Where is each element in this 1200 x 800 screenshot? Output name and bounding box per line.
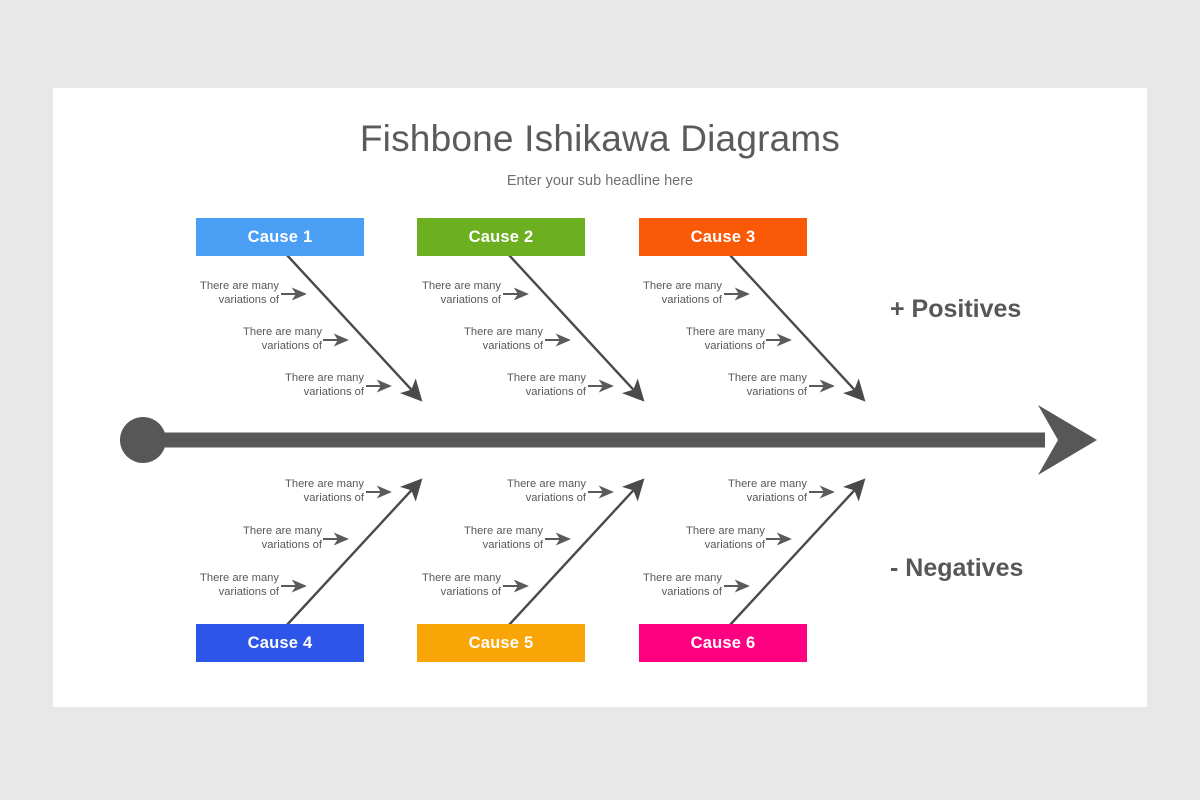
branch-line-2: variations of xyxy=(661,586,722,598)
branch-line-2: variations of xyxy=(482,340,543,352)
page-subtitle: Enter your sub headline here xyxy=(506,173,694,189)
branch-line-1: There are many xyxy=(464,525,543,537)
branch-label-cause-5-1: There are many variations of xyxy=(454,477,586,505)
branch-line-2: variations of xyxy=(218,586,279,598)
branch-line-1: There are many xyxy=(200,280,279,292)
branch-label-cause-6-3: There are many variations of xyxy=(590,571,722,599)
branch-label-cause-3-2: There are many variations of xyxy=(633,325,765,353)
cause-box-cause-4[interactable]: Cause 4 xyxy=(196,624,364,662)
branch-line-1: There are many xyxy=(422,280,501,292)
branch-label-cause-4-1: There are many variations of xyxy=(232,477,364,505)
branch-label-cause-1-3: There are many variations of xyxy=(232,371,364,399)
branch-line-1: There are many xyxy=(422,572,501,584)
branch-line-1: There are many xyxy=(728,372,807,384)
cause-box-cause-2[interactable]: Cause 2 xyxy=(417,218,585,256)
branch-label-cause-6-1: There are many variations of xyxy=(675,477,807,505)
branch-line-2: variations of xyxy=(482,539,543,551)
branch-label-cause-2-2: There are many variations of xyxy=(411,325,543,353)
branch-line-2: variations of xyxy=(746,386,807,398)
cause-label: Cause 3 xyxy=(690,228,756,246)
cause-label: Cause 5 xyxy=(468,634,534,652)
branch-label-cause-4-3: There are many variations of xyxy=(147,571,279,599)
page-title: Fishbone Ishikawa Diagrams xyxy=(359,118,841,159)
branch-line-2: variations of xyxy=(440,294,501,306)
branch-line-1: There are many xyxy=(243,525,322,537)
branch-label-cause-3-1: There are many variations of xyxy=(590,279,722,307)
branch-label-cause-4-2: There are many variations of xyxy=(190,524,322,552)
branch-line-1: There are many xyxy=(507,372,586,384)
branch-line-2: variations of xyxy=(704,539,765,551)
cause-label: Cause 6 xyxy=(690,634,756,652)
branch-line-2: variations of xyxy=(661,294,722,306)
branch-line-2: variations of xyxy=(261,539,322,551)
branch-label-cause-1-1: There are many variations of xyxy=(147,279,279,307)
branch-label-cause-1-2: There are many variations of xyxy=(190,325,322,353)
branch-line-1: There are many xyxy=(200,572,279,584)
branch-line-1: There are many xyxy=(686,326,765,338)
branch-line-1: There are many xyxy=(507,478,586,490)
branch-line-1: There are many xyxy=(285,478,364,490)
branch-line-2: variations of xyxy=(525,492,586,504)
cause-box-cause-3[interactable]: Cause 3 xyxy=(639,218,807,256)
branch-label-cause-5-2: There are many variations of xyxy=(411,524,543,552)
branch-line-1: There are many xyxy=(728,478,807,490)
cause-box-cause-5[interactable]: Cause 5 xyxy=(417,624,585,662)
cause-label: Cause 4 xyxy=(247,634,313,652)
branch-line-2: variations of xyxy=(440,586,501,598)
branch-label-cause-2-1: There are many variations of xyxy=(369,279,501,307)
cause-label: Cause 2 xyxy=(468,228,534,246)
branch-line-1: There are many xyxy=(643,572,722,584)
branch-line-2: variations of xyxy=(303,386,364,398)
branch-line-1: There are many xyxy=(243,326,322,338)
spine-group xyxy=(120,405,1097,475)
branch-line-2: variations of xyxy=(746,492,807,504)
spine-arrow-icon xyxy=(1038,405,1097,475)
negatives-label: - Negatives xyxy=(890,554,1024,582)
branch-line-2: variations of xyxy=(525,386,586,398)
branch-label-cause-2-3: There are many variations of xyxy=(454,371,586,399)
branch-label-cause-6-2: There are many variations of xyxy=(633,524,765,552)
cause-box-cause-6[interactable]: Cause 6 xyxy=(639,624,807,662)
branch-line-1: There are many xyxy=(643,280,722,292)
cause-box-cause-1[interactable]: Cause 1 xyxy=(196,218,364,256)
branch-label-cause-3-3: There are many variations of xyxy=(675,371,807,399)
branch-line-1: There are many xyxy=(686,525,765,537)
positives-label: + Positives xyxy=(890,295,1022,323)
branch-line-2: variations of xyxy=(218,294,279,306)
branch-line-1: There are many xyxy=(285,372,364,384)
cause-label: Cause 1 xyxy=(247,228,313,246)
branch-label-cause-5-3: There are many variations of xyxy=(369,571,501,599)
branch-line-2: variations of xyxy=(303,492,364,504)
spine-start-dot xyxy=(120,417,166,463)
branch-line-2: variations of xyxy=(261,340,322,352)
branch-line-1: There are many xyxy=(464,326,543,338)
spine-line xyxy=(143,432,1045,448)
branch-line-2: variations of xyxy=(704,340,765,352)
